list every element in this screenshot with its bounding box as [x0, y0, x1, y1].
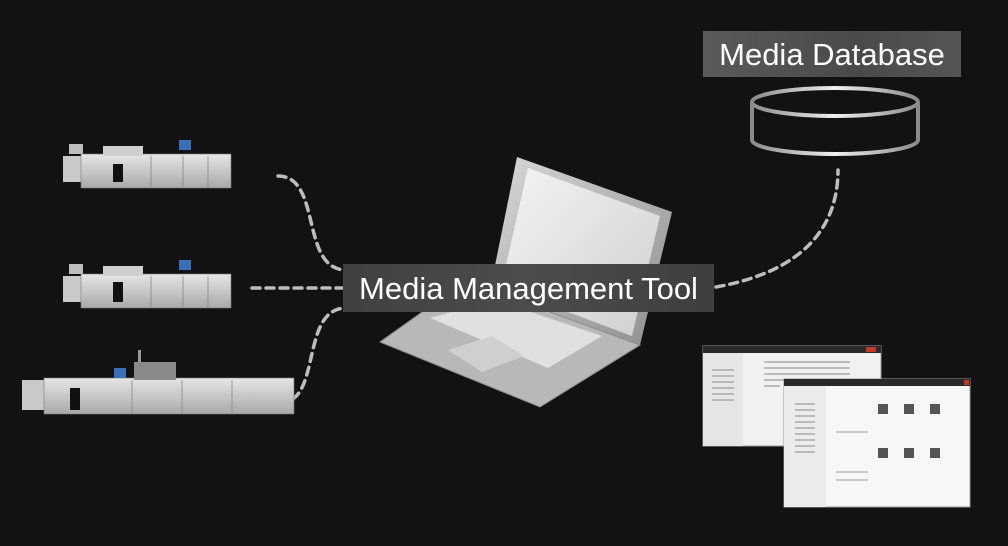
- software-window-icon: [702, 345, 971, 508]
- connector-database: [714, 168, 840, 289]
- production-printer-icon: [63, 140, 232, 189]
- connector-printer-1: [276, 174, 347, 272]
- media-management-tool-label: Media Management Tool: [343, 264, 714, 312]
- production-printer-icon: [22, 350, 295, 415]
- production-printer-icon: [63, 260, 232, 309]
- database-cylinder-icon: [750, 86, 920, 156]
- media-database-label: Media Database: [703, 31, 961, 77]
